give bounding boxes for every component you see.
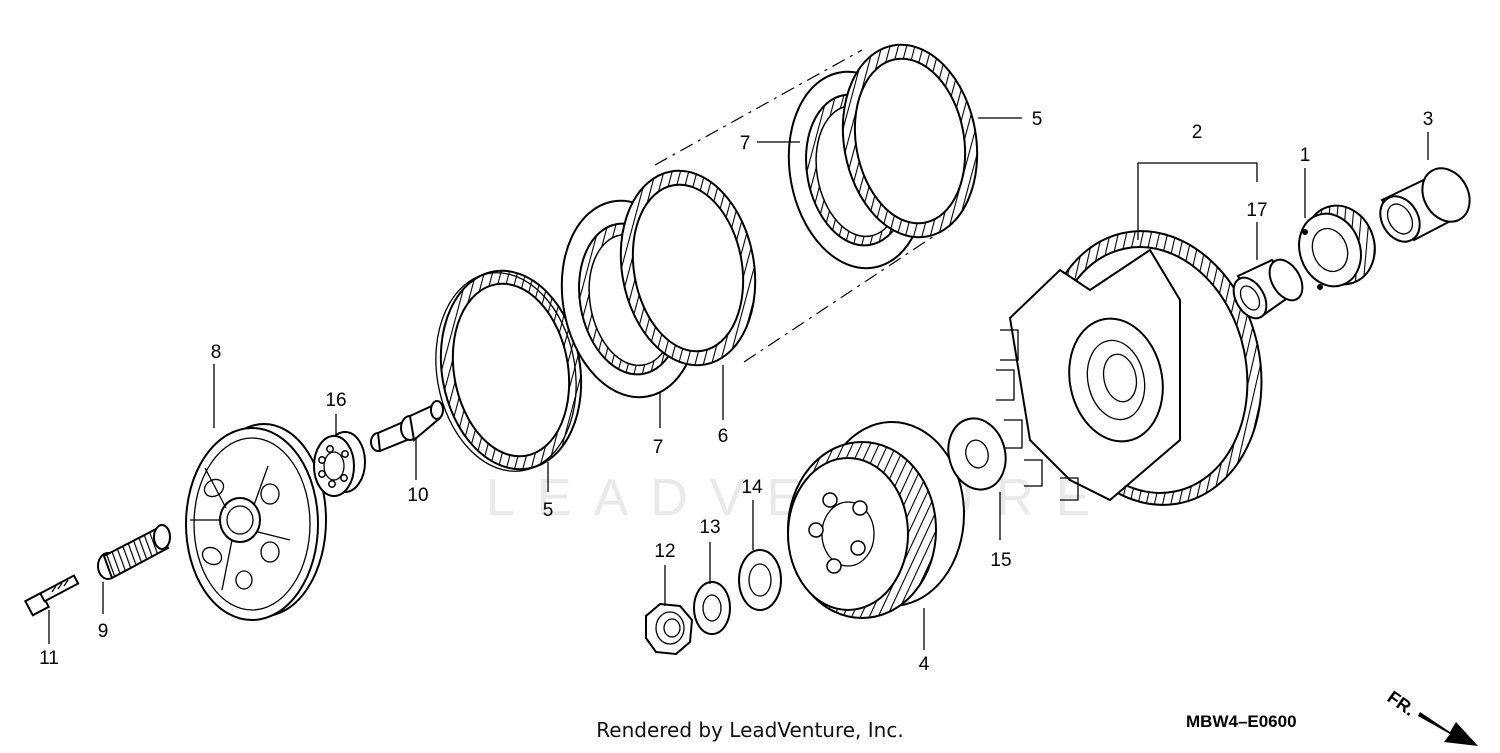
callout-6: 6 <box>718 426 729 447</box>
callout-5-rear: 5 <box>1032 109 1043 130</box>
render-credit: Rendered by LeadVenture, Inc. <box>596 718 904 742</box>
callout-11: 11 <box>39 648 59 669</box>
callout-14: 14 <box>741 477 763 498</box>
friction-disc-part-5-rear <box>841 43 979 239</box>
callout-2: 2 <box>1192 122 1203 143</box>
callout-9: 9 <box>98 621 109 642</box>
pressure-plate-part-8 <box>185 423 327 621</box>
callout-7-front: 7 <box>653 437 664 458</box>
direction-label: FR. <box>1384 687 1419 720</box>
callout-16: 16 <box>325 390 346 411</box>
washer-part-14 <box>738 549 782 611</box>
collar-part-1 <box>1298 204 1376 290</box>
callout-17: 17 <box>1246 200 1267 221</box>
callout-5-front: 5 <box>543 500 554 521</box>
friction-disc-part-6 <box>619 169 757 367</box>
callout-3: 3 <box>1423 109 1434 130</box>
bearing-part-16 <box>313 431 366 497</box>
callout-12: 12 <box>654 541 675 562</box>
clutch-center-part-4 <box>787 421 965 619</box>
callout-7-rear: 7 <box>740 133 751 154</box>
clutch-housing-part-2 <box>996 230 1263 506</box>
callout-4: 4 <box>919 654 930 675</box>
stack-guide-lower <box>743 229 944 363</box>
washer-part-13 <box>693 581 731 635</box>
callout-13: 13 <box>699 517 720 538</box>
spring-part-9 <box>97 524 171 580</box>
sleeve-part-3 <box>1379 167 1471 243</box>
callout-8: 8 <box>211 342 222 363</box>
thrust-washer-part-15 <box>947 417 1007 491</box>
needle-bearing-part-17 <box>1232 258 1304 320</box>
stack-guide-upper <box>654 49 863 166</box>
lifter-rod-part-10 <box>370 400 444 453</box>
diagram-code: MBW4–E0600 <box>1186 712 1297 731</box>
callout-10: 10 <box>407 485 428 506</box>
bolt-part-11 <box>23 574 80 617</box>
leader-lines <box>48 117 1429 650</box>
callout-1: 1 <box>1300 145 1311 166</box>
callout-15: 15 <box>990 550 1011 571</box>
friction-disc-part-5-front <box>435 269 583 472</box>
nut-part-12 <box>645 602 694 656</box>
